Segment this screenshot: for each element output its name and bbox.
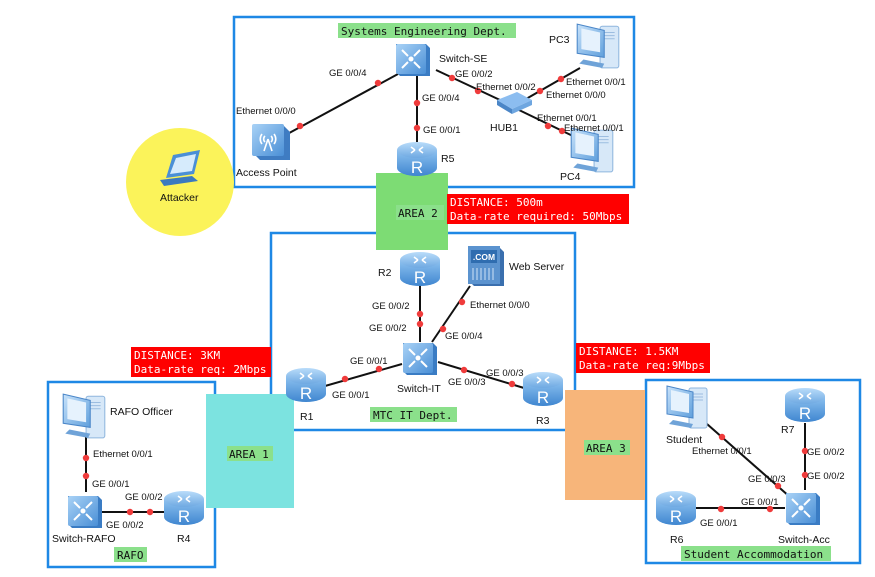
r5-label: R5 [441, 153, 455, 165]
switch-rafo-icon[interactable] [67, 495, 103, 529]
link-web-switchit [431, 285, 471, 343]
student-pc-icon[interactable] [666, 385, 708, 429]
port-label: GE 0/0/4 [422, 93, 460, 104]
area-2-label: AREA 2 [398, 207, 438, 220]
r6-label: R6 [670, 534, 684, 546]
pc4-label: PC4 [560, 171, 581, 183]
port-label: GE 0/0/3 [448, 377, 486, 388]
zone-title-rafo: RAFO [117, 549, 144, 562]
pc3-icon[interactable] [576, 23, 620, 69]
links [85, 67, 806, 513]
switch-se-label: Switch-SE [439, 53, 487, 65]
switch-it-label: Switch-IT [397, 383, 441, 395]
port-label: GE 0/0/3 [486, 368, 524, 379]
hub1-label: HUB1 [490, 122, 518, 134]
switch-rafo-label: Switch-RAFO [52, 533, 116, 545]
port-label: Ethernet 0/0/1 [537, 113, 597, 124]
annotation-area2: DISTANCE: 500m Data-rate required: 50Mbp… [447, 194, 629, 224]
annotation-area2-distance: DISTANCE: 500m [450, 196, 543, 209]
annotation-area1: DISTANCE: 3KM Data-rate req: 2Mbps [131, 347, 271, 377]
r3-icon[interactable] [522, 371, 564, 408]
port-label: GE 0/0/1 [700, 518, 738, 529]
web-server-icon[interactable]: .COM [468, 246, 504, 286]
link-switchse-hub1 [435, 69, 501, 101]
zone-title-mtc-it: MTC IT Dept. [373, 409, 452, 422]
pc3-label: PC3 [549, 34, 570, 46]
svg-text:.COM: .COM [473, 252, 495, 262]
hub1-icon[interactable] [497, 92, 532, 114]
rafo-officer-pc-icon[interactable] [62, 393, 106, 439]
port-label: GE 0/0/2 [372, 301, 410, 312]
r6-icon[interactable] [655, 490, 697, 527]
port-label: GE 0/0/1 [332, 390, 370, 401]
switch-acc-icon[interactable] [785, 492, 821, 526]
port-label: GE 0/0/1 [423, 125, 461, 136]
zone-student-accommodation [644, 378, 862, 565]
r7-icon[interactable] [784, 387, 826, 424]
port-label: Ethernet 0/0/0 [546, 90, 606, 101]
annotation-area3: DISTANCE: 1.5KM Data-rate req:9Mbps [576, 343, 710, 373]
annotation-area3-distance: DISTANCE: 1.5KM [579, 345, 679, 358]
r4-label: R4 [177, 533, 191, 545]
annotation-area1-datarate: Data-rate req: 2Mbps [134, 363, 266, 376]
access-point-icon[interactable] [252, 124, 290, 160]
annotation-area2-datarate: Data-rate required: 50Mbps [450, 210, 622, 223]
r7-label: R7 [781, 424, 795, 436]
r1-icon[interactable] [285, 367, 327, 404]
switch-se-icon[interactable] [395, 43, 431, 77]
web-server-label: Web Server [509, 261, 565, 273]
port-label: GE 0/0/2 [807, 447, 845, 458]
attacker-laptop-icon[interactable] [160, 150, 200, 186]
r1-label: R1 [300, 411, 314, 423]
link-hub1-pc3 [518, 67, 581, 104]
switch-it-icon[interactable] [402, 342, 438, 376]
pc4-icon[interactable] [570, 127, 614, 173]
annotation-area1-distance: DISTANCE: 3KM [134, 349, 220, 362]
port-label: GE 0/0/4 [329, 68, 367, 79]
attacker-label: Attacker [160, 192, 199, 204]
port-label: GE 0/0/1 [92, 479, 130, 490]
switch-acc-label: Switch-Acc [778, 534, 830, 546]
port-label: GE 0/0/1 [350, 356, 388, 367]
port-dots [82, 74, 809, 516]
area-1-label: AREA 1 [229, 448, 269, 461]
port-label: GE 0/0/2 [106, 520, 144, 531]
student-label: Student [666, 434, 702, 446]
r2-icon[interactable] [399, 251, 441, 288]
zone-title-systems-engineering: Systems Engineering Dept. [341, 25, 507, 38]
r5-icon[interactable] [396, 141, 438, 178]
port-label: GE 0/0/4 [445, 331, 483, 342]
r4-icon[interactable] [163, 490, 205, 527]
port-label: Ethernet 0/0/0 [470, 300, 530, 311]
port-label: Ethernet 0/0/2 [476, 82, 536, 93]
port-label: Ethernet 0/0/1 [93, 449, 153, 460]
access-point-label: Access Point [236, 167, 297, 179]
port-label: Ethernet 0/0/1 [564, 123, 624, 134]
area-3-label: AREA 3 [586, 442, 626, 455]
port-label: Ethernet 0/0/1 [692, 446, 752, 457]
port-label: GE 0/0/2 [125, 492, 163, 503]
r3-label: R3 [536, 415, 550, 427]
port-label: GE 0/0/2 [807, 471, 845, 482]
port-label: GE 0/0/1 [741, 497, 779, 508]
port-label: GE 0/0/2 [369, 323, 407, 334]
port-labels: GE 0/0/4 Ethernet 0/0/0 GE 0/0/4 GE 0/0/… [92, 68, 845, 531]
port-label: Ethernet 0/0/1 [566, 77, 626, 88]
port-label: GE 0/0/2 [455, 69, 493, 80]
link-r1-switchit [324, 363, 403, 387]
zone-title-student-accommodation: Student Accommodation [684, 548, 823, 561]
rafo-officer-label: RAFO Officer [110, 406, 173, 418]
r2-label: R2 [378, 267, 392, 279]
port-label: GE 0/0/3 [748, 474, 786, 485]
port-label: Ethernet 0/0/0 [236, 106, 296, 117]
annotation-area3-datarate: Data-rate req:9Mbps [579, 359, 705, 372]
